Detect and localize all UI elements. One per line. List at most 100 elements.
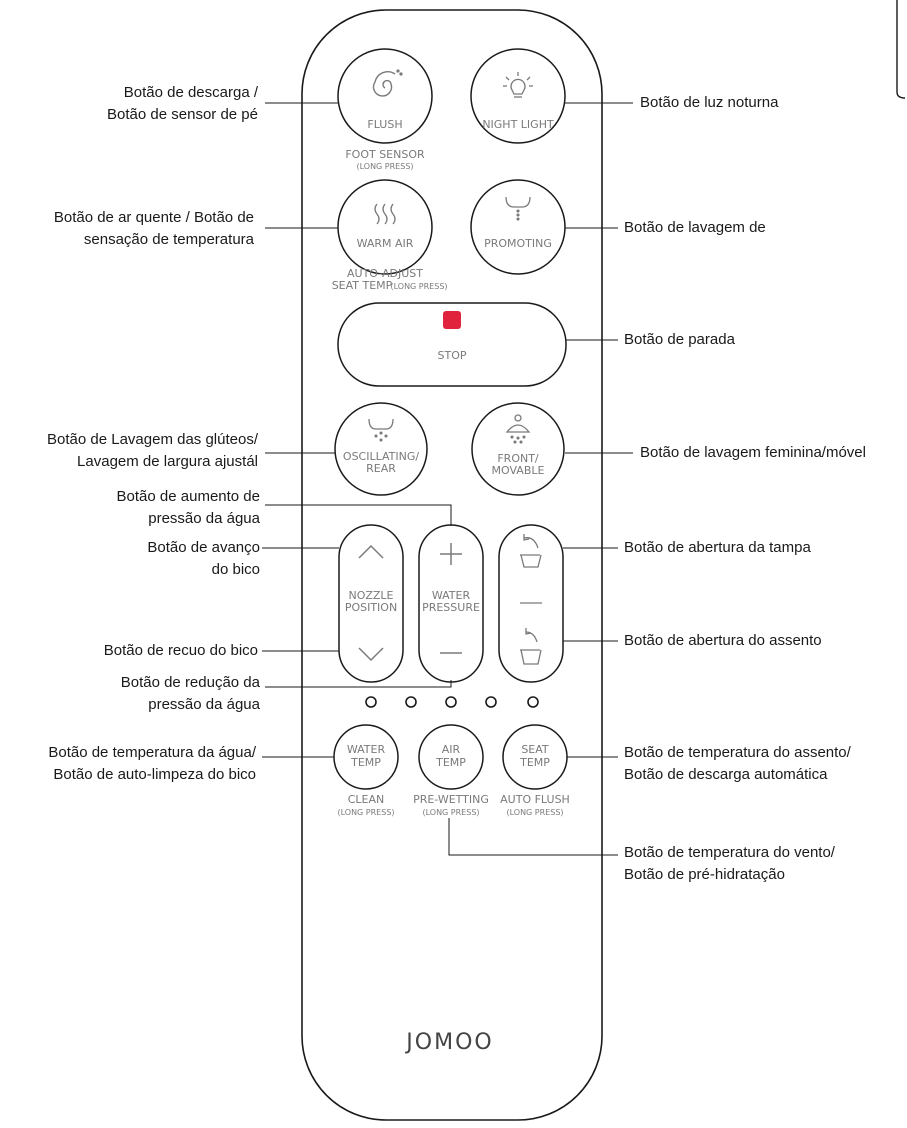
- plus-icon[interactable]: [440, 543, 462, 565]
- oscillating-label: OSCILLATING/: [343, 450, 419, 463]
- annotation-line: Botão de lavagem feminina/móvel: [640, 444, 866, 461]
- air-temp-label-2: TEMP: [435, 756, 466, 769]
- annotation-line: Botão de ar quente / Botão de: [53, 209, 254, 226]
- foot-sensor-label: FOOT SENSOR: [345, 148, 425, 161]
- annotation-line: Botão de recuo do bico: [103, 642, 258, 659]
- warm-air-label: WARM AIR: [357, 237, 414, 250]
- front-label: FRONT/: [497, 452, 539, 465]
- nozzle-position-rocker[interactable]: NOZZLE POSITION: [338, 524, 404, 683]
- annotation-line: Botão de redução da: [120, 674, 260, 691]
- annotation-line: pressão da água: [148, 696, 260, 713]
- movable-label: MOVABLE: [492, 464, 545, 477]
- seat-temp-sub-label: SEAT TEMP: [332, 279, 393, 292]
- rear-label: REAR: [366, 462, 396, 475]
- flush-long-press-label: (LONG PRESS): [356, 162, 413, 171]
- indicator-light: [445, 696, 457, 708]
- annotation-line: Botão de abertura da tampa: [624, 539, 811, 556]
- annotation-line: Botão de lavagem de: [624, 219, 766, 236]
- auto-adjust-label: AUTO-ADJUST: [347, 267, 423, 280]
- stop-square-icon: [443, 311, 461, 329]
- warm-air-icon: [374, 203, 396, 225]
- night-light-label: NIGHT LIGHT: [482, 118, 554, 131]
- spray-icon: [505, 196, 531, 221]
- seat-open-icon[interactable]: [520, 628, 542, 665]
- annotation-line: Botão de auto-limpeza do bico: [53, 766, 256, 783]
- warm-air-button[interactable]: WARM AIR: [337, 179, 433, 275]
- air-temp-label-1: AIR: [442, 743, 461, 756]
- stop-button[interactable]: STOP: [337, 302, 567, 387]
- flush-label: FLUSH: [367, 118, 402, 131]
- annotation-air-temp: Botão de temperatura do vento/ Botão de …: [624, 842, 835, 886]
- annotation-line: Botão de parada: [624, 331, 735, 348]
- annotation-stop: Botão de parada: [624, 329, 735, 351]
- annotation-line: Botão de descarga automática: [624, 766, 828, 783]
- annotation-water-temp: Botão de temperatura da água/ Botão de a…: [48, 742, 256, 786]
- annotation-line: Botão de aumento de: [116, 488, 260, 505]
- clean-label: CLEAN: [348, 793, 385, 806]
- water-label: WATER: [432, 589, 471, 602]
- annotation-rear-wash: Botão de Lavagem das glúteos/ Lavagem de…: [47, 429, 258, 473]
- annotation-line: Botão de temperatura do vento/: [624, 844, 835, 861]
- seat-temp-label-2: TEMP: [519, 756, 550, 769]
- position-label: POSITION: [345, 601, 397, 614]
- pre-wetting-label: PRE-WETTING: [413, 793, 489, 806]
- lid-seat-rocker[interactable]: [498, 524, 564, 683]
- page-corner-edge: [896, 0, 906, 99]
- annotation-line: Botão de luz noturna: [640, 94, 779, 111]
- annotation-line: Botão de abertura do assento: [624, 632, 822, 649]
- annotation-line: Botão de temperatura da água/: [48, 744, 256, 761]
- light-bulb-icon: [503, 72, 533, 98]
- flush-button[interactable]: FLUSH: [337, 48, 433, 144]
- annotation-pressure-down: Botão de redução da pressão da água: [121, 672, 260, 716]
- auto-flush-label: AUTO FLUSH: [500, 793, 570, 806]
- warm-air-long-press-label: (LONG PRESS): [390, 282, 447, 291]
- indicator-light: [485, 696, 497, 708]
- annotation-nozzle-forward: Botão de avanço do bico: [147, 537, 260, 581]
- brand-logo: JOMOO: [406, 1030, 494, 1055]
- water-pressure-rocker[interactable]: WATER PRESSURE: [418, 524, 484, 683]
- annotation-line: Botão de temperatura do assento/: [624, 744, 851, 761]
- annotation-line: do bico: [211, 561, 260, 578]
- chevron-up-icon[interactable]: [358, 544, 384, 559]
- annotation-line: pressão da água: [148, 510, 260, 527]
- annotation-front-wash: Botão de lavagem feminina/móvel: [640, 442, 866, 464]
- annotation-warm-air: Botão de ar quente / Botão de sensação d…: [54, 207, 254, 251]
- shower-head-icon: [505, 414, 531, 444]
- seat-temp-button[interactable]: SEAT TEMP: [502, 724, 568, 790]
- promoting-label: PROMOTING: [484, 237, 552, 250]
- lid-open-icon[interactable]: [520, 534, 542, 568]
- stop-label: STOP: [438, 349, 467, 362]
- water-temp-button[interactable]: WATER TEMP: [333, 724, 399, 790]
- night-light-button[interactable]: NIGHT LIGHT: [470, 48, 566, 144]
- indicator-light: [365, 696, 377, 708]
- annotation-line: Botão de avanço: [147, 539, 260, 556]
- annotation-night-light: Botão de luz noturna: [640, 92, 778, 114]
- oscillating-rear-button[interactable]: OSCILLATING/ REAR: [334, 402, 428, 496]
- indicator-light: [405, 696, 417, 708]
- front-movable-button[interactable]: FRONT/ MOVABLE: [471, 402, 565, 496]
- nozzle-label: NOZZLE: [348, 589, 393, 602]
- clean-long-press-label: (LONG PRESS): [337, 808, 394, 817]
- indicator-light: [527, 696, 539, 708]
- water-temp-label-2: TEMP: [350, 756, 381, 769]
- annotation-line: sensação de temperatura: [83, 231, 254, 248]
- annotation-seat-open: Botão de abertura do assento: [624, 630, 822, 652]
- leader-lines: [262, 102, 633, 856]
- annotation-seat-temp: Botão de temperatura do assento/ Botão d…: [624, 742, 851, 786]
- annotation-pressure-up: Botão de aumento de pressão da água: [117, 486, 260, 530]
- swirl-icon: [372, 69, 403, 97]
- annotation-line: Lavagem de largura ajustál: [77, 453, 258, 470]
- annotation-line: Botão de Lavagem das glúteos/: [47, 431, 258, 448]
- air-temp-button[interactable]: AIR TEMP: [418, 724, 484, 790]
- water-temp-label-1: WATER: [347, 743, 386, 756]
- rear-wash-icon: [368, 418, 394, 442]
- annotation-flush: Botão de descarga / Botão de sensor de p…: [107, 82, 258, 126]
- auto-flush-long-press-label: (LONG PRESS): [506, 808, 563, 817]
- promoting-button[interactable]: PROMOTING: [470, 179, 566, 275]
- pre-wetting-long-press-label: (LONG PRESS): [422, 808, 479, 817]
- annotation-nozzle-back: Botão de recuo do bico: [104, 640, 258, 662]
- chevron-down-icon[interactable]: [358, 647, 384, 662]
- annotation-promoting: Botão de lavagem de: [624, 217, 766, 239]
